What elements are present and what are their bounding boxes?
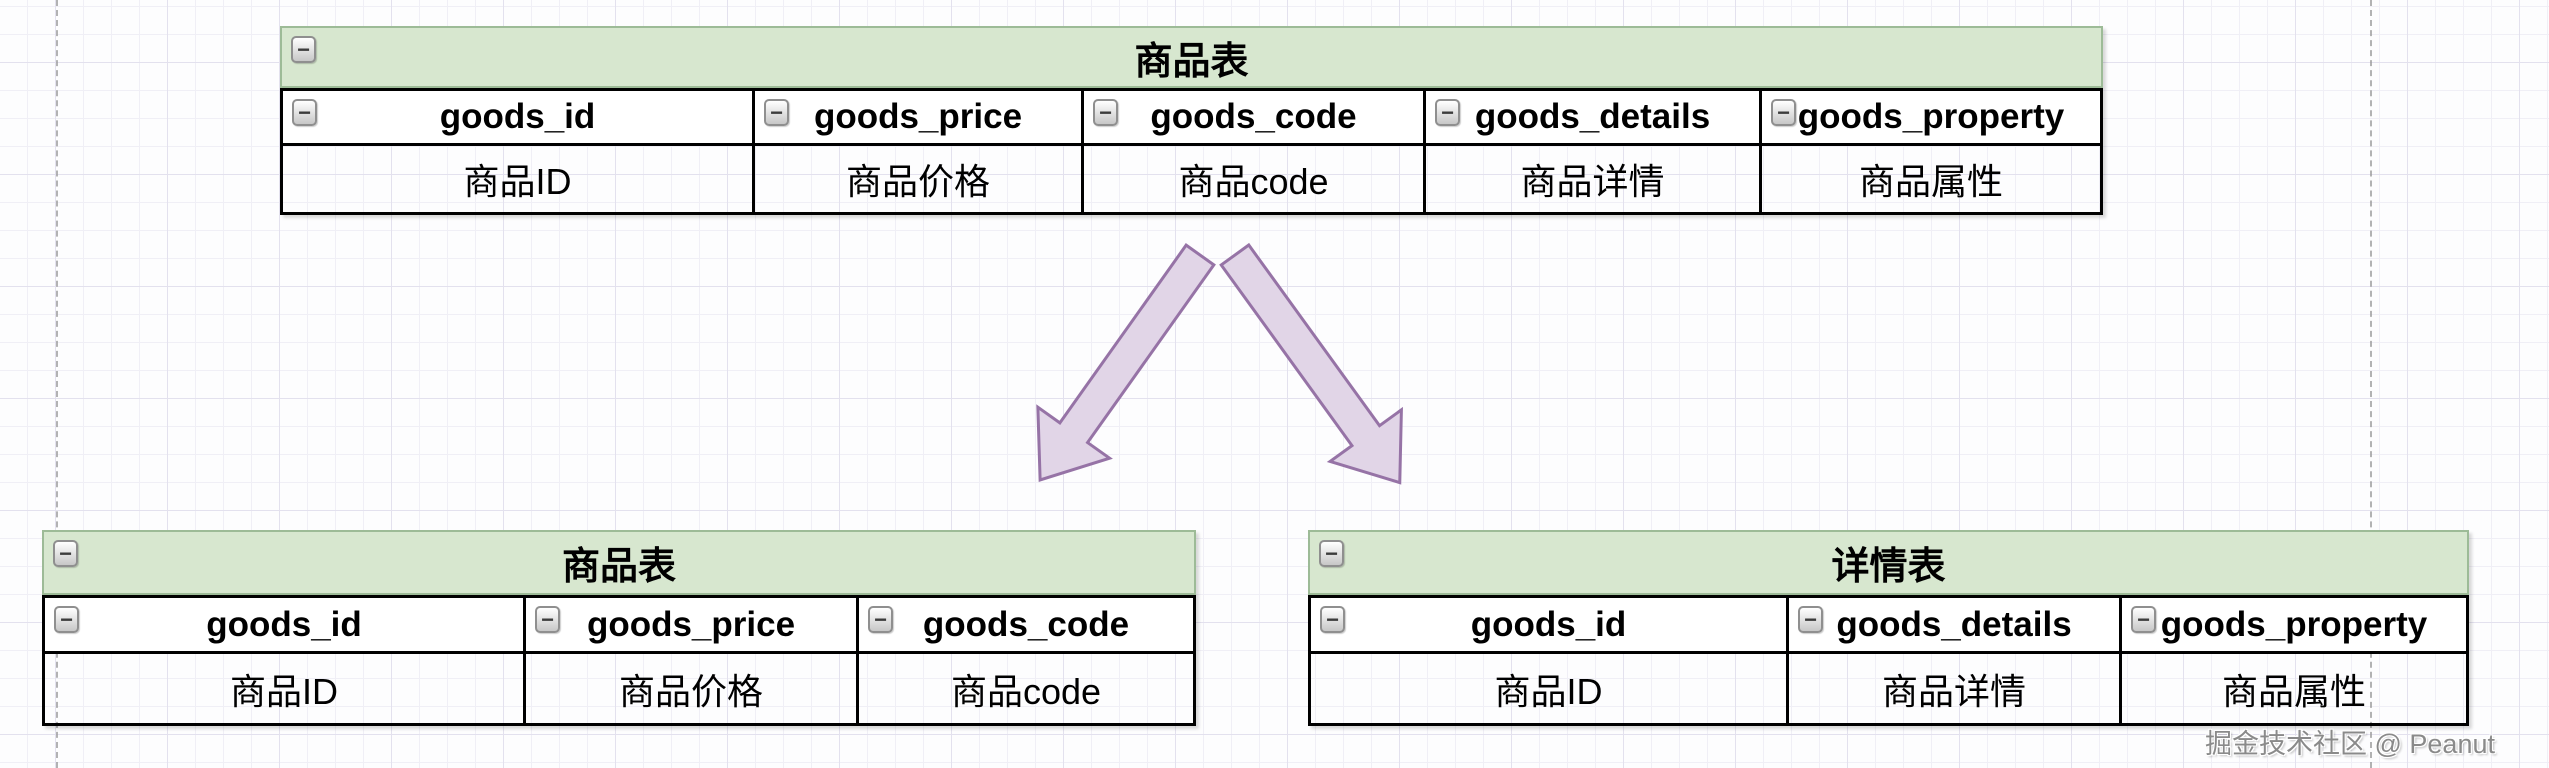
cell-goods_details[interactable]: 商品详情 bbox=[1426, 146, 1762, 212]
cell-goods_code[interactable]: 商品code bbox=[1084, 146, 1426, 212]
cell-text: 商品code bbox=[1178, 161, 1329, 202]
cell-goods_property[interactable]: 商品属性 bbox=[1762, 146, 2100, 212]
table-body: − goods_id − goods_details − goods_prope… bbox=[1308, 595, 2469, 726]
collapse-icon[interactable]: − bbox=[1093, 99, 1118, 126]
table-goods-bottom[interactable]: − 商品表 − goods_id − goods_price − goods_c… bbox=[42, 530, 1196, 726]
cell-text: 商品ID bbox=[229, 670, 338, 712]
collapse-icon[interactable]: − bbox=[54, 606, 79, 633]
column-header-goods_id[interactable]: − goods_id bbox=[283, 91, 755, 143]
column-name: goods_id bbox=[439, 97, 596, 136]
cell-text: 商品价格 bbox=[845, 161, 990, 202]
cell-text: 商品属性 bbox=[1858, 161, 2003, 202]
cell-text: 商品属性 bbox=[2221, 670, 2366, 712]
collapse-icon[interactable]: − bbox=[53, 540, 78, 567]
column-header-goods_price[interactable]: − goods_price bbox=[755, 91, 1084, 143]
cell-goods_id[interactable]: 商品ID bbox=[283, 146, 755, 212]
split-arrow-left[interactable] bbox=[1004, 230, 1236, 506]
column-name: goods_code bbox=[922, 604, 1130, 644]
page-break-line-left bbox=[56, 0, 58, 768]
column-header-goods_id[interactable]: − goods_id bbox=[1311, 598, 1789, 651]
column-header-goods_property[interactable]: − goods_property bbox=[1762, 91, 2100, 143]
cell-text: 商品价格 bbox=[618, 670, 763, 712]
collapse-icon[interactable]: − bbox=[764, 99, 789, 126]
table-body: − goods_id − goods_price − goods_code 商品… bbox=[42, 595, 1196, 726]
split-arrow-right[interactable] bbox=[1199, 229, 1435, 508]
column-header-row: − goods_id − goods_price − goods_code − … bbox=[283, 91, 2100, 146]
value-row: 商品ID 商品价格 商品code 商品详情 商品属性 bbox=[283, 146, 2100, 212]
column-name: goods_id bbox=[1470, 604, 1627, 644]
cell-text: 商品详情 bbox=[1520, 161, 1665, 202]
column-name: goods_price bbox=[813, 97, 1023, 136]
collapse-icon[interactable]: − bbox=[868, 606, 893, 633]
watermark: 掘金技术社区 @ Peanut bbox=[2205, 729, 2495, 759]
cell-text: 商品code bbox=[950, 670, 1102, 712]
cell-goods_details[interactable]: 商品详情 bbox=[1789, 654, 2122, 723]
collapse-icon[interactable]: − bbox=[1771, 99, 1796, 126]
collapse-icon[interactable]: − bbox=[291, 36, 316, 63]
value-row: 商品ID 商品价格 商品code bbox=[45, 654, 1193, 723]
cell-goods_property[interactable]: 商品属性 bbox=[2122, 654, 2466, 723]
column-name: goods_price bbox=[586, 604, 796, 644]
table-goods-top[interactable]: − 商品表 − goods_id − goods_price − goods_c… bbox=[280, 26, 2103, 215]
table-body: − goods_id − goods_price − goods_code − … bbox=[280, 88, 2103, 215]
column-header-goods_code[interactable]: − goods_code bbox=[1084, 91, 1426, 143]
table-title: 商品表 bbox=[561, 546, 676, 588]
collapse-icon[interactable]: − bbox=[1320, 606, 1345, 633]
collapse-icon[interactable]: − bbox=[1798, 606, 1823, 633]
table-details-bottom[interactable]: − 详情表 − goods_id − goods_details − goods… bbox=[1308, 530, 2469, 726]
table-title-row[interactable]: − 详情表 bbox=[1308, 530, 2469, 595]
column-header-goods_price[interactable]: − goods_price bbox=[526, 598, 859, 651]
table-title-row[interactable]: − 商品表 bbox=[280, 26, 2103, 88]
column-name: goods_details bbox=[1836, 604, 2072, 644]
cell-text: 商品详情 bbox=[1881, 670, 2026, 712]
table-title: 详情表 bbox=[1831, 546, 1946, 588]
cell-text: 商品ID bbox=[1494, 670, 1603, 712]
collapse-icon[interactable]: − bbox=[2131, 606, 2156, 633]
cell-text: 商品ID bbox=[463, 161, 572, 202]
column-header-goods_details[interactable]: − goods_details bbox=[1789, 598, 2122, 651]
cell-goods_code[interactable]: 商品code bbox=[859, 654, 1193, 723]
column-header-goods_id[interactable]: − goods_id bbox=[45, 598, 526, 651]
collapse-icon[interactable]: − bbox=[1319, 540, 1344, 567]
column-header-goods_code[interactable]: − goods_code bbox=[859, 598, 1193, 651]
column-name: goods_property bbox=[2160, 604, 2428, 644]
cell-goods_price[interactable]: 商品价格 bbox=[755, 146, 1084, 212]
split-arrows bbox=[1036, 242, 1403, 485]
column-name: goods_code bbox=[1150, 97, 1357, 136]
column-header-goods_property[interactable]: − goods_property bbox=[2122, 598, 2466, 651]
column-header-row: − goods_id − goods_details − goods_prope… bbox=[1311, 598, 2466, 654]
table-title-row[interactable]: − 商品表 bbox=[42, 530, 1196, 595]
column-header-goods_details[interactable]: − goods_details bbox=[1426, 91, 1762, 143]
cell-goods_id[interactable]: 商品ID bbox=[45, 654, 526, 723]
collapse-icon[interactable]: − bbox=[292, 99, 317, 126]
page-break-line-right bbox=[2370, 0, 2372, 768]
value-row: 商品ID 商品详情 商品属性 bbox=[1311, 654, 2466, 723]
collapse-icon[interactable]: − bbox=[1435, 99, 1460, 126]
cell-goods_id[interactable]: 商品ID bbox=[1311, 654, 1789, 723]
column-name: goods_id bbox=[206, 604, 362, 644]
column-header-row: − goods_id − goods_price − goods_code bbox=[45, 598, 1193, 654]
table-title: 商品表 bbox=[1134, 40, 1249, 83]
cell-goods_price[interactable]: 商品价格 bbox=[526, 654, 859, 723]
column-name: goods_property bbox=[1797, 97, 2065, 136]
column-name: goods_details bbox=[1474, 97, 1711, 136]
collapse-icon[interactable]: − bbox=[535, 606, 560, 633]
